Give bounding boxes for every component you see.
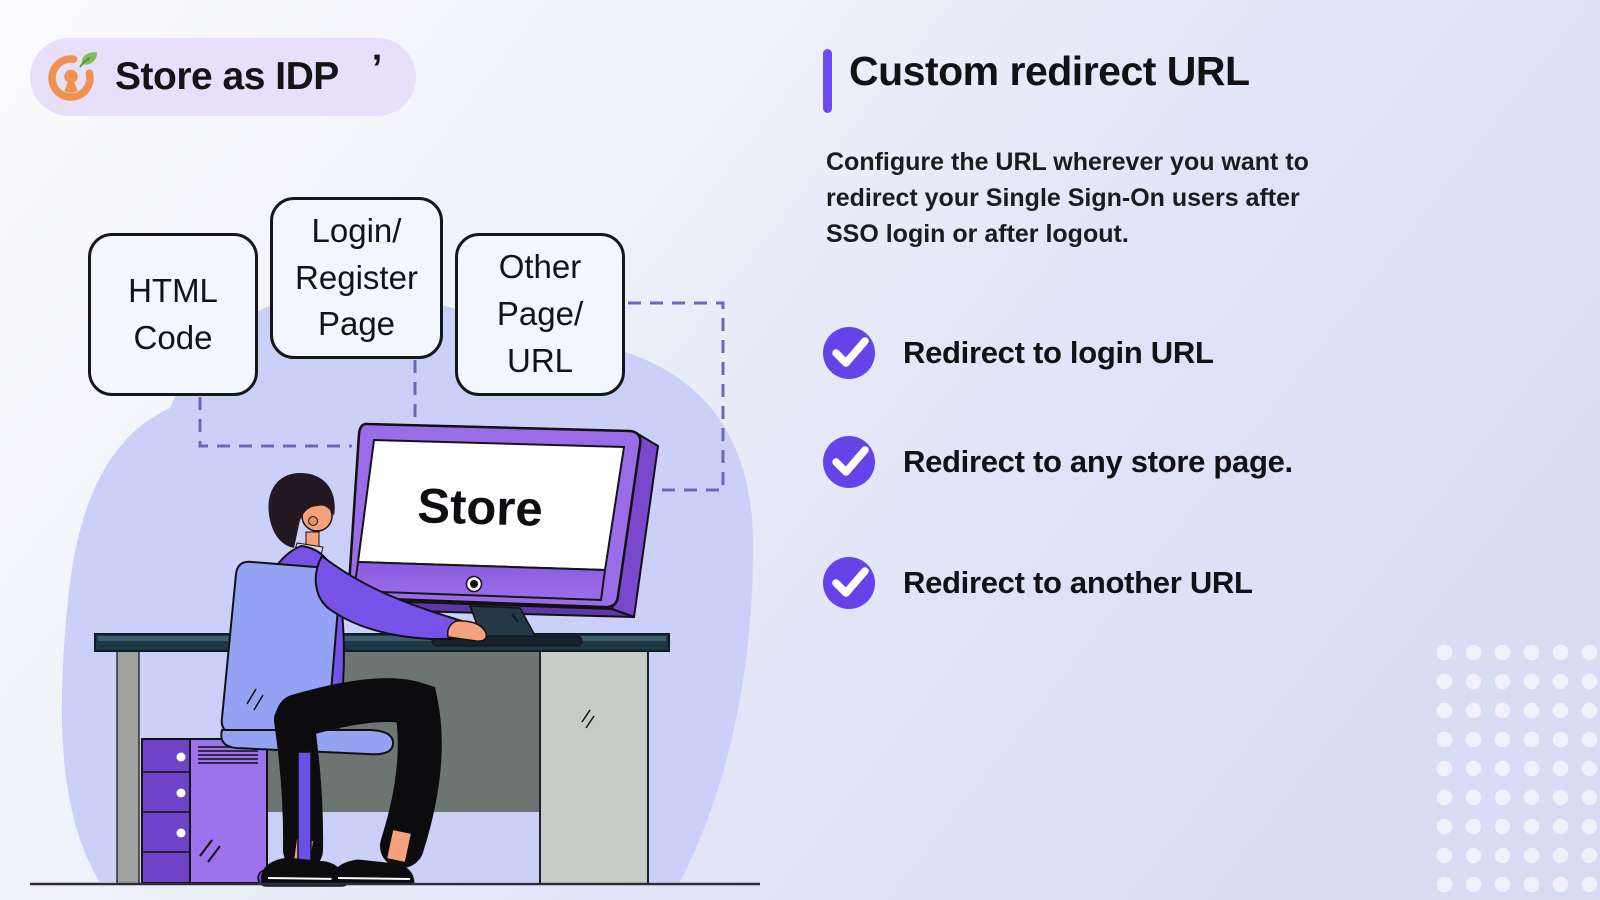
store-as-idp-badge: Store as IDP ’ <box>30 38 417 116</box>
person-arm <box>314 554 479 640</box>
check-item-another-url: Redirect to another URL <box>823 556 1443 609</box>
source-box-html-code: HTML Code <box>88 233 258 396</box>
person-ear <box>308 516 318 526</box>
check-item-login-url: Redirect to login URL <box>823 326 1443 379</box>
miniorange-lock-icon <box>48 52 98 101</box>
check-item-label: Redirect to login URL <box>903 334 1214 370</box>
content-panel: Custom redirect URL Configure the URL wh… <box>823 46 1443 609</box>
dashed-connectors <box>198 301 725 492</box>
front-ankle <box>387 830 411 862</box>
description-text: Configure the URL wherever you want to r… <box>826 148 1309 248</box>
monitor-screen-label: Store <box>417 479 544 536</box>
source-box-other-page: Other Page/ URL <box>455 233 625 396</box>
check-item-store-page: Redirect to any store page. <box>823 435 1443 488</box>
person-hair <box>268 472 335 548</box>
desk-right-panel <box>539 649 649 885</box>
store-illustration: Store <box>30 291 760 887</box>
drawer-unit <box>141 738 268 884</box>
person-hand <box>446 620 488 642</box>
drawer-handles <box>176 752 186 838</box>
check-item-label: Redirect to any store page. <box>903 443 1293 479</box>
source-box-label: Other Page/ URL <box>496 248 584 379</box>
drawer-column <box>141 738 191 884</box>
connector-html-code <box>198 397 352 448</box>
check-item-label: Redirect to another URL <box>903 564 1253 600</box>
source-box-label: Login/ Register Page <box>295 211 418 343</box>
panel-scratches <box>581 709 595 729</box>
unit-scratches <box>199 839 221 863</box>
feature-checklist: Redirect to login URL Redirect to any st… <box>823 326 1443 609</box>
drawer-dividers <box>142 771 190 853</box>
shoe-left-sole <box>267 877 341 880</box>
source-box-login-register: Login/ Register Page <box>270 197 443 359</box>
page-title: Custom redirect URL <box>849 48 1250 94</box>
front-leg <box>276 678 442 868</box>
unit-body <box>189 738 268 884</box>
checkmark-icon <box>823 327 875 379</box>
dots-pattern <box>1430 638 1600 900</box>
source-box-label: HTML Code <box>128 271 218 356</box>
badge-label: Store as IDP <box>115 55 339 98</box>
chair-scratches <box>246 688 264 711</box>
desk-top-highlight <box>98 636 666 641</box>
title-accent-bar <box>823 49 832 113</box>
monitor-camera-dot <box>470 580 478 588</box>
checkmark-icon <box>823 436 875 488</box>
shoe-right-sole <box>337 877 411 880</box>
person-shoes <box>261 857 415 885</box>
desk-left-leg <box>116 649 140 885</box>
stand-shine <box>511 613 519 623</box>
title-row: Custom redirect URL <box>823 46 1443 113</box>
checkmark-icon <box>823 557 875 609</box>
connector-other-page <box>628 301 725 492</box>
badge-suffix-mark: ’ <box>371 47 383 90</box>
